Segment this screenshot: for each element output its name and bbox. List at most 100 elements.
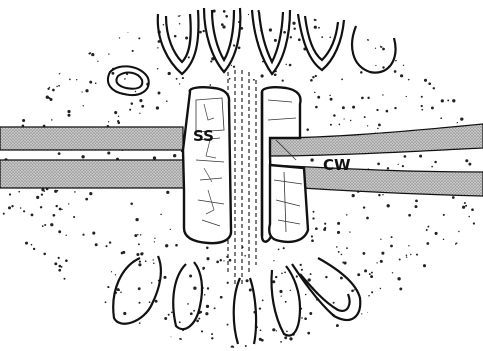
stipple-dot [18,191,20,193]
stipple-dot [465,281,467,283]
stipple-dot [428,82,431,85]
stipple-dot [301,269,303,271]
stipple-dot [54,190,57,193]
stipple-dot [254,0,256,2]
stipple-dot [335,345,337,347]
stipple-dot [111,28,113,30]
stipple-dot [10,88,12,90]
stipple-dot [64,317,66,319]
stipple-dot [363,206,365,208]
stipple-dot [459,250,462,253]
stipple-dot [68,203,69,204]
stipple-dot [3,46,6,49]
stipple-dot [221,23,224,26]
stipple-dot [66,293,69,296]
stipple-dot [269,28,272,31]
stipple-dot [140,234,141,235]
stipple-dot [352,106,355,109]
stipple-dot [169,12,172,15]
stipple-dot [448,68,451,71]
stipple-dot [154,238,155,239]
stipple-dot [398,305,400,307]
stipple-dot [310,158,313,161]
stipple-dot [469,66,472,69]
stipple-dot [155,300,158,303]
stipple-dot [92,232,95,235]
stipple-dot [119,37,120,38]
stipple-dot [464,202,466,204]
stipple-dot [132,338,135,341]
stipple-dot [315,106,318,109]
stipple-dot [51,54,54,57]
stipple-dot [473,222,475,224]
stipple-dot [434,67,437,70]
stipple-dot [173,154,176,157]
stipple-dot [301,317,303,319]
stipple-dot [53,12,55,14]
stipple-dot [474,26,477,29]
stipple-dot [108,121,109,122]
stipple-dot [50,223,53,226]
stipple-dot [64,278,66,280]
stipple-dot [471,208,474,211]
stipple-dot [41,193,43,195]
stipple-dot [405,306,408,309]
stipple-dot [371,291,373,293]
stipple-dot [2,255,5,258]
stipple-dot [371,272,373,274]
stipple-dot [232,346,234,348]
stipple-dot [108,53,109,54]
stipple-dot [452,99,455,102]
stipple-dot [367,39,369,41]
stipple-dot [20,207,22,209]
stipple-dot [317,96,320,99]
stipple-dot [58,269,61,272]
stipple-dot [206,305,209,308]
stipple-dot [394,70,397,73]
stipple-dot [14,284,16,286]
stipple-dot [418,321,421,324]
stipple-dot [165,244,168,247]
stipple-dot [376,109,378,111]
stipple-dot [137,340,139,342]
stipple-dot [53,214,56,217]
stipple-dot [202,267,205,270]
stipple-dot [154,241,155,242]
stipple-dot [27,0,29,2]
stipple-dot [82,234,84,236]
stipple-dot [455,242,458,245]
stipple-dot [380,239,381,240]
stipple-dot [260,329,262,331]
stipple-dot [36,46,39,49]
stipple-dot [118,122,121,125]
stipple-dot [367,125,368,126]
stipple-dot [479,272,482,275]
stipple-dot [321,36,323,38]
stipple-dot [361,313,362,314]
stipple-dot [54,262,57,265]
stipple-dot [460,296,463,299]
stipple-dot [276,330,277,331]
stipple-dot [377,163,380,166]
stipple-dot [336,324,339,327]
stipple-dot [458,231,459,232]
stipple-dot [21,323,24,326]
stipple-dot [341,254,343,256]
stipple-dot [438,280,440,282]
stipple-dot [382,318,384,320]
stipple-dot [371,10,372,11]
stipple-dot [22,119,25,122]
stipple-dot [408,319,410,321]
sieve-element-left [183,87,231,243]
stipple-dot [171,312,173,314]
stipple-dot [474,78,476,80]
stipple-dot [353,0,354,1]
stipple-dot [151,282,153,284]
stipple-dot [396,320,398,322]
stipple-dot [41,327,42,328]
stipple-dot [360,71,363,74]
stipple-dot [430,301,432,303]
stipple-dot [427,300,429,302]
stipple-dot [367,97,369,99]
stipple-dot [126,30,129,33]
